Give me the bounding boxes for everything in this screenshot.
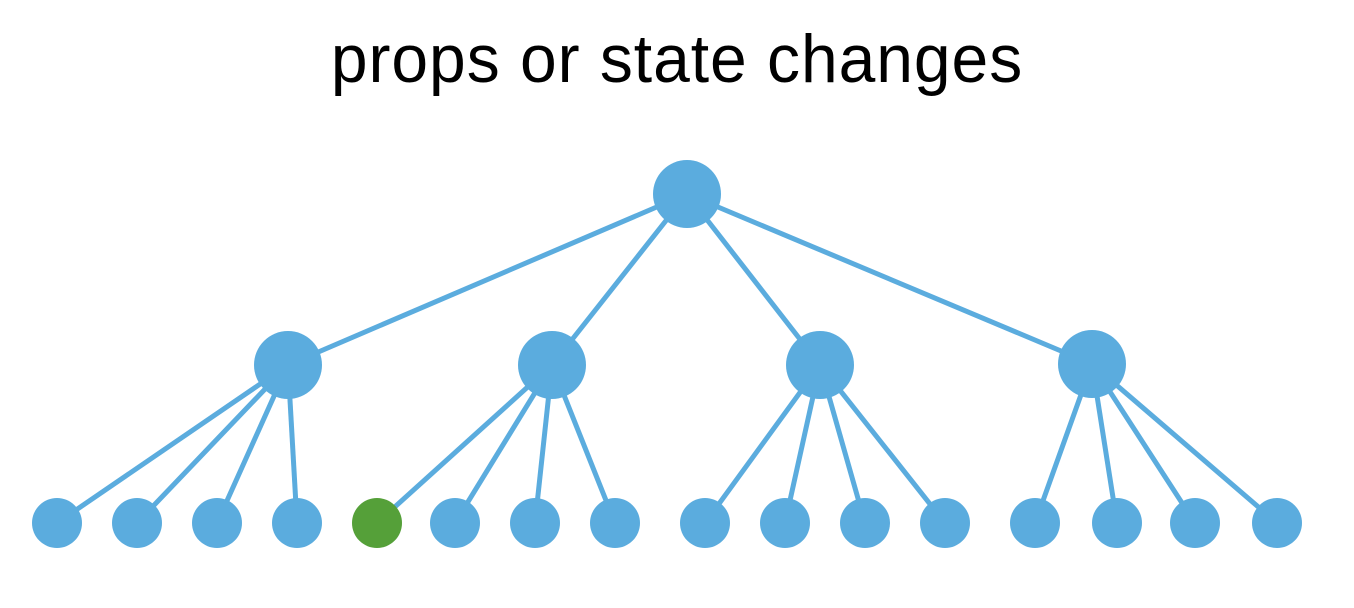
tree-edge-p1-l2: [135, 363, 290, 525]
tree-node-p3: [786, 331, 854, 399]
tree-edge-root-p3: [685, 192, 822, 367]
tree-node-l9: [680, 498, 730, 548]
tree-edge-root-p2: [550, 192, 689, 367]
diagram-title: props or state changes: [330, 21, 1024, 97]
tree-node-l11: [840, 498, 890, 548]
tree-edge-p1-l1: [55, 362, 290, 526]
tree-node-root: [653, 160, 721, 228]
tree-node-l12: [920, 498, 970, 548]
tree-node-l4: [272, 498, 322, 548]
tree-node-p2: [518, 331, 586, 399]
tree-node-p4: [1058, 330, 1126, 398]
tree-edge-root-p1: [287, 191, 688, 368]
tree-node-p1: [254, 331, 322, 399]
tree-edge-p2-l5: [375, 363, 554, 525]
tree-node-l14: [1092, 498, 1142, 548]
tree-node-l2: [112, 498, 162, 548]
tree-node-l7: [510, 498, 560, 548]
tree-edge-root-p4: [686, 191, 1093, 367]
tree-node-l16: [1252, 498, 1302, 548]
tree-node-l15: [1170, 498, 1220, 548]
tree-node-l3: [192, 498, 242, 548]
tree-node-l8: [590, 498, 640, 548]
tree-node-l1: [32, 498, 82, 548]
tree-edge-p4-l16: [1090, 362, 1279, 525]
tree-node-l10: [760, 498, 810, 548]
tree-node-l6: [430, 498, 480, 548]
tree-node-l5-changed: [352, 498, 402, 548]
tree-node-l13: [1010, 498, 1060, 548]
